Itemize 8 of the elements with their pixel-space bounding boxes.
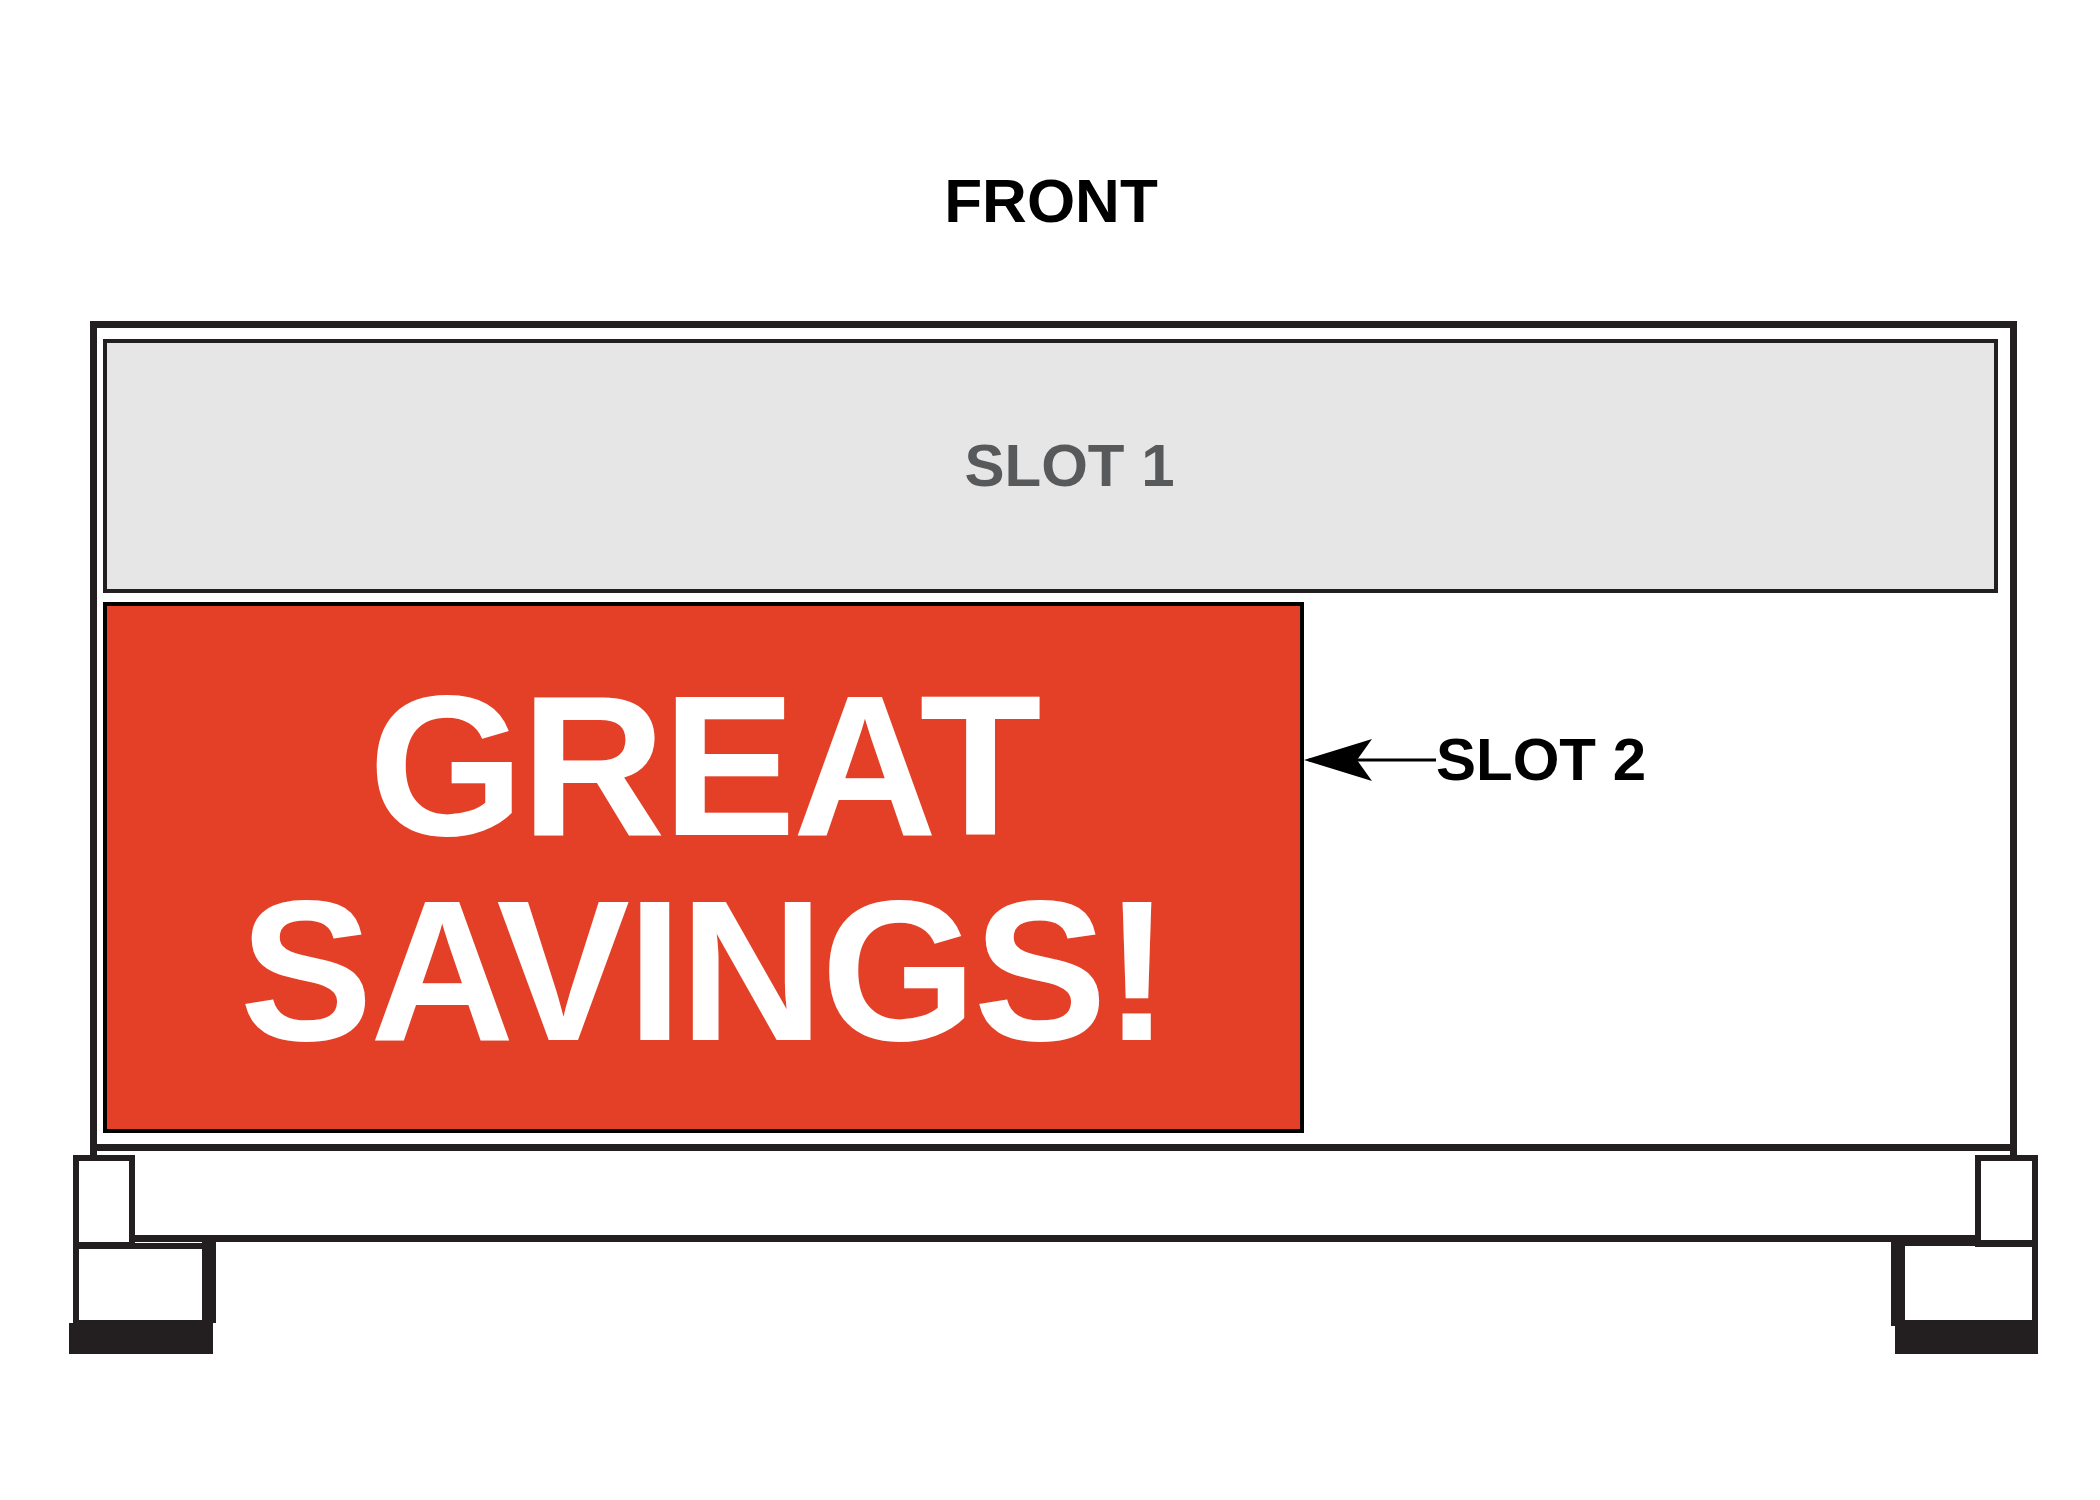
display-frame bbox=[90, 321, 2017, 1151]
slot-panel bbox=[103, 339, 1998, 593]
view-title: FRONT bbox=[944, 170, 1158, 232]
sign-panel bbox=[103, 602, 1304, 1133]
sign-text: GREAT SAVINGS! bbox=[239, 662, 1168, 1073]
slot-label: SLOT 1 bbox=[964, 436, 1175, 496]
arrow bbox=[1304, 739, 1436, 781]
slot-label: SLOT 2 bbox=[1436, 730, 1647, 790]
